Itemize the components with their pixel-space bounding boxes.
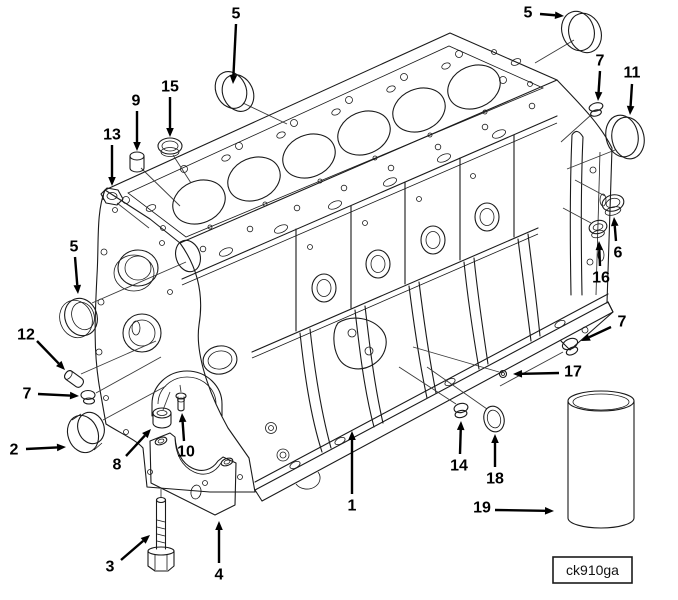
head-bolt-holes	[199, 102, 536, 257]
cap-bolt-3	[147, 496, 175, 572]
dowel-bushing-8	[152, 407, 172, 429]
callout-7: 7	[581, 314, 627, 341]
callout-17: 17	[513, 364, 582, 381]
callout-label-11: 11	[624, 65, 641, 82]
callout-5: 5	[229, 6, 241, 84]
callout-12: 12	[17, 327, 65, 370]
callout-label-5: 5	[70, 239, 79, 256]
callout-18: 18	[486, 434, 504, 488]
callout-5: 5	[524, 5, 564, 22]
figure-code-border	[552, 556, 633, 584]
callout-label-5: 5	[232, 6, 241, 23]
engine-block-illustration	[94, 32, 614, 502]
callout-label-8: 8	[113, 457, 122, 474]
mount-pad	[333, 317, 387, 370]
callout-13: 13	[103, 127, 121, 186]
parts	[59, 10, 645, 572]
callout-label-7: 7	[618, 314, 627, 331]
callout-14: 14	[450, 421, 468, 475]
side-webs	[299, 233, 541, 453]
callout-label-18: 18	[486, 471, 504, 488]
small-plug-14	[453, 402, 469, 419]
callout-label-13: 13	[103, 127, 121, 144]
dowel-pin-12	[64, 370, 84, 388]
deck-holes	[122, 49, 533, 231]
callout-15: 15	[161, 79, 179, 137]
pipe-plug-9	[129, 151, 145, 173]
cup-plug-15	[157, 137, 183, 157]
block-front-face	[94, 189, 256, 493]
block-rear-face	[556, 79, 614, 351]
callout-label-5: 5	[524, 5, 533, 22]
callout-label-17: 17	[564, 364, 582, 381]
small-plug-7-top	[588, 102, 604, 117]
callout-label-15: 15	[161, 79, 179, 96]
figure-code-text: ck910ga	[566, 562, 619, 578]
callout-8: 8	[113, 429, 151, 474]
callout-6: 6	[610, 217, 623, 262]
callout-label-1: 1	[348, 498, 357, 515]
block-top-deck	[104, 32, 558, 244]
leader-lines	[80, 39, 616, 497]
callout-label-12: 12	[17, 327, 35, 344]
callout-10: 10	[177, 413, 195, 461]
o-ring-18	[483, 405, 505, 433]
callout-label-10: 10	[177, 444, 195, 461]
figure-code-box: ck910ga	[552, 556, 633, 584]
small-plug-7-right	[561, 337, 579, 356]
pan-rail-holes	[289, 319, 566, 470]
callout-7: 7	[23, 386, 79, 403]
callout-9: 9	[132, 93, 141, 151]
callout-5: 5	[70, 239, 82, 294]
large-cup-plug	[66, 411, 105, 454]
callout-label-7: 7	[23, 386, 32, 403]
block-side-wall	[179, 102, 614, 502]
expansion-plug-ring-left	[59, 297, 98, 339]
cylinder-liner-19	[567, 390, 635, 529]
freeze-plug-disc-top-right	[561, 10, 602, 54]
callout-label-7: 7	[596, 53, 605, 70]
side-plug-bosses	[307, 173, 500, 303]
callout-label-3: 3	[106, 559, 115, 576]
callout-label-4: 4	[215, 567, 224, 584]
callout-19: 19	[473, 500, 554, 517]
main-bearing-cap	[149, 432, 237, 516]
callout-3: 3	[106, 535, 150, 576]
freeze-plug-disc-rear	[605, 114, 645, 160]
callout-label-16: 16	[592, 270, 610, 287]
small-bolt-10	[175, 392, 187, 412]
freeze-plug-disc-top-left	[214, 71, 255, 112]
callout-label-14: 14	[450, 458, 468, 475]
callout-11: 11	[624, 65, 641, 115]
hex-plug-13	[100, 187, 124, 206]
cup-plug-16	[588, 219, 608, 239]
callout-1: 1	[348, 431, 357, 515]
callout-4: 4	[215, 521, 224, 584]
callout-label-19: 19	[473, 500, 491, 517]
front-face-bolt-holes	[95, 207, 243, 486]
cup-plug-6	[601, 194, 625, 216]
callout-2: 2	[10, 442, 66, 459]
callout-label-2: 2	[10, 442, 19, 459]
callout-label-9: 9	[132, 93, 141, 110]
callout-7: 7	[594, 53, 605, 101]
callout-16: 16	[592, 241, 610, 287]
tiny-plug-17	[498, 369, 508, 379]
callout-label-6: 6	[614, 245, 623, 262]
small-plug-7-left	[80, 389, 96, 405]
